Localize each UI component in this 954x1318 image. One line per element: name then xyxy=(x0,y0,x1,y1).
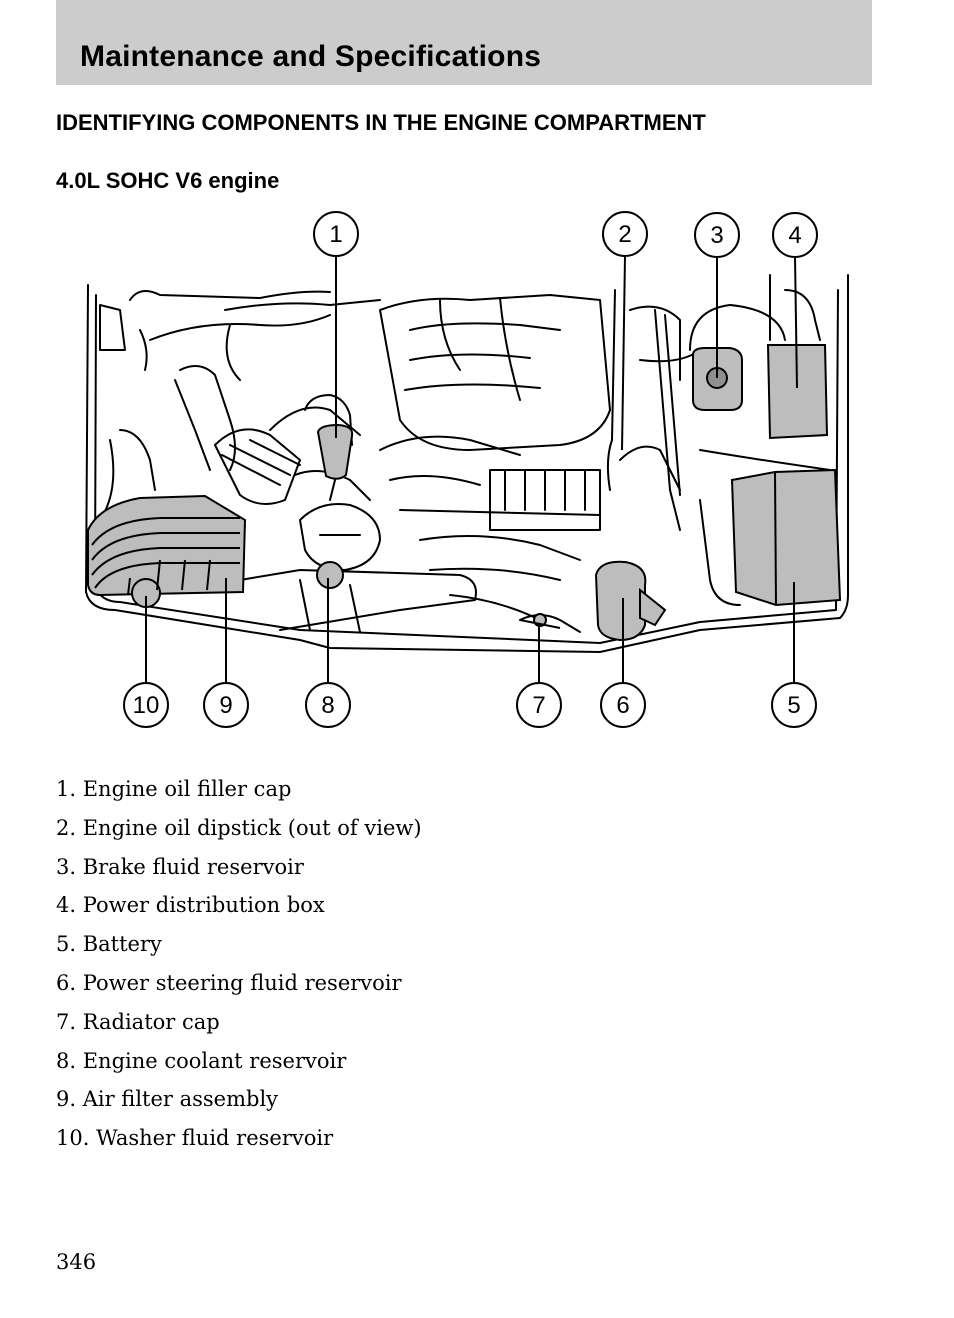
compartment-outline xyxy=(85,274,849,653)
callout-number-10: 10 xyxy=(133,692,160,719)
callout-number-7: 7 xyxy=(532,692,545,719)
legend-item: 4. Power distribution box xyxy=(56,893,325,918)
leader-line-2 xyxy=(621,255,626,451)
callout-circle-9 xyxy=(203,682,249,728)
callout-circle-4 xyxy=(772,212,818,258)
legend-item: 3. Brake fluid reservoir xyxy=(56,854,304,879)
power-steering-reservoir-shape xyxy=(594,560,647,642)
callout-circle-7 xyxy=(516,682,562,728)
callout-circle-8 xyxy=(305,682,351,728)
callout-circle-3 xyxy=(694,212,740,258)
engine-subheading: 4.0L SOHC V6 engine xyxy=(56,168,280,193)
component-legend: 1. Engine oil filler cap 2. Engine oil d… xyxy=(56,770,422,1158)
page-title: Maintenance and Specifications xyxy=(80,40,542,73)
callout-number-1: 1 xyxy=(329,221,342,248)
legend-item: 5. Battery xyxy=(56,932,162,957)
battery-shape xyxy=(730,468,842,607)
oil-filler-cap-shape xyxy=(316,423,354,480)
legend-item: 9. Air filter assembly xyxy=(56,1087,279,1112)
header-band: Maintenance and Specifications xyxy=(56,0,872,85)
legend-item: 10. Washer fluid reservoir xyxy=(56,1126,334,1151)
coolant-reservoir-cap-shape xyxy=(316,561,344,589)
callout-number-3: 3 xyxy=(710,222,723,249)
legend-item: 2. Engine oil dipstick (out of view) xyxy=(56,815,422,840)
callout-number-9: 9 xyxy=(219,692,232,719)
callout-circle-1 xyxy=(313,211,359,257)
engine-compartment-diagram: 1 2 3 4 5 6 7 8 9 10 xyxy=(85,211,849,728)
callout-number-6: 6 xyxy=(616,692,629,719)
callout-circle-5 xyxy=(771,682,817,728)
power-distribution-box-shape xyxy=(766,344,829,440)
legend-item: 1. Engine oil filler cap xyxy=(56,777,292,801)
callout-number-5: 5 xyxy=(787,692,800,719)
callout-circle-2 xyxy=(602,211,648,257)
air-filter-assembly-shape xyxy=(87,494,247,597)
section-heading: IDENTIFYING COMPONENTS IN THE ENGINE COM… xyxy=(56,110,706,135)
page-number: 346 xyxy=(56,1250,97,1274)
legend-item: 7. Radiator cap xyxy=(56,1009,220,1034)
callout-number-4: 4 xyxy=(788,222,801,249)
callout-circle-6 xyxy=(600,682,646,728)
callout-circle-10 xyxy=(123,682,169,728)
leader-line-4 xyxy=(794,256,798,389)
legend-item: 8. Engine coolant reservoir xyxy=(56,1048,347,1073)
callout-number-8: 8 xyxy=(321,692,334,719)
legend-item: 6. Power steering fluid reservoir xyxy=(56,970,402,995)
callout-number-2: 2 xyxy=(618,221,631,248)
